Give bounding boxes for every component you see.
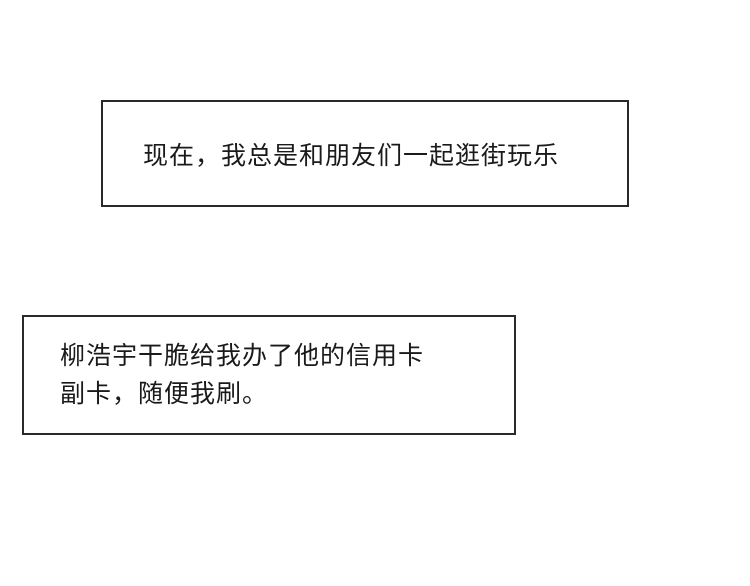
narration-text-2: 柳浩宇干脆给我办了他的信用卡 副卡，随便我刷。 [60,337,424,413]
narration-line: 现在，我总是和朋友们一起逛街玩乐 [143,140,560,170]
narration-box-2: 柳浩宇干脆给我办了他的信用卡 副卡，随便我刷。 [22,315,516,435]
narration-text-1: 现在，我总是和朋友们一起逛街玩乐 [143,102,559,205]
narration-box-1: 现在，我总是和朋友们一起逛街玩乐 [101,100,629,207]
narration-line: 副卡，随便我刷。 [60,379,269,408]
narration-line: 柳浩宇干脆给我办了他的信用卡 [60,341,425,370]
